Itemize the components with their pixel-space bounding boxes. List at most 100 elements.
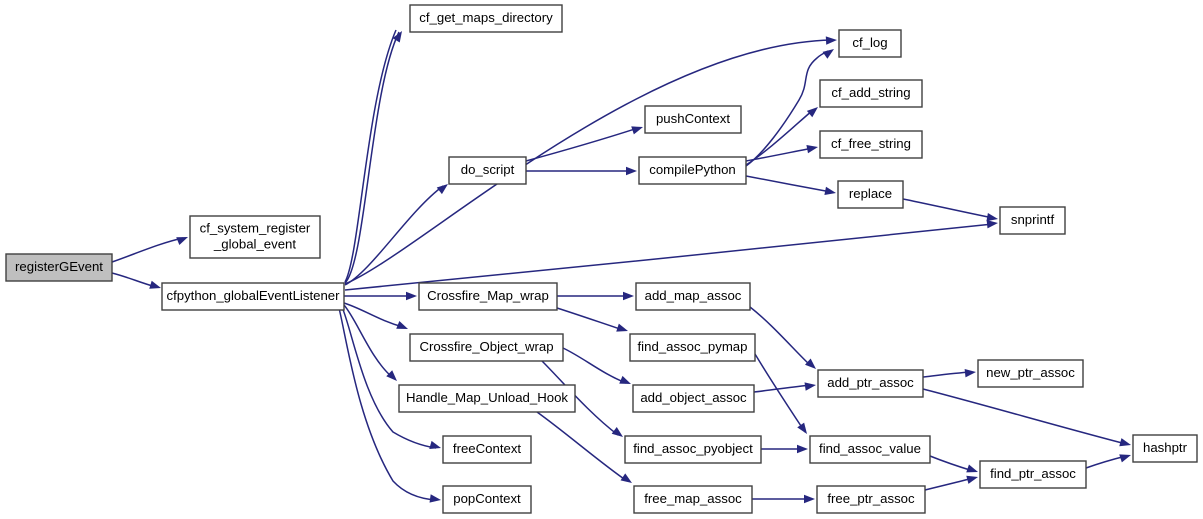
arrowhead-compilePython->replace (824, 186, 836, 196)
call-edge-Crossfire_Map_wrap-to-find_assoc_pymap (556, 307, 624, 331)
node-box-cf_free_string[interactable] (819, 130, 923, 159)
node-box-registerGEvent[interactable] (5, 253, 113, 282)
arrowhead-cfpython->cf_get_maps_directory (392, 31, 402, 43)
node-cf_system_register_global_event[interactable]: cf_system_register_global_event (189, 215, 321, 259)
arrowhead-Crossfire_Map_wrap->add_map_assoc (623, 291, 634, 301)
call-edge-cfpython_globalEventListener-to-do_script (344, 185, 444, 286)
call-edge-registerGEvent-to-cf_system_register_global_event (111, 237, 184, 263)
node-box-freeContext[interactable] (442, 435, 532, 464)
call-edge-free_ptr_assoc-to-find_ptr_assoc (924, 477, 974, 491)
node-box-find_ptr_assoc[interactable] (979, 460, 1087, 489)
node-box-find_assoc_value[interactable] (809, 435, 931, 464)
node-box-find_assoc_pyobject[interactable] (624, 435, 762, 464)
arrowhead-cfpython->Crossfire_Object_wrap (396, 320, 408, 329)
node-box-add_map_assoc[interactable] (635, 282, 751, 311)
arrowhead-compilePython->cf_free_string (806, 144, 818, 154)
call-edge-cfpython_globalEventListener-to-popContext (338, 307, 437, 501)
node-pushContext[interactable]: pushContext (644, 105, 742, 134)
arrowhead-do_script->compilePython (626, 166, 637, 176)
arrowhead-find_assoc_pymap->find_assoc_value (797, 422, 807, 434)
call-edge-cfpython_globalEventListener-to-cf_log (344, 39, 833, 285)
node-box-free_map_assoc[interactable] (633, 485, 753, 514)
node-free_map_assoc[interactable]: free_map_assoc (633, 485, 753, 514)
arrowhead-add_map_assoc->add_ptr_assoc (805, 358, 816, 369)
node-cf_log[interactable]: cf_log (838, 29, 902, 58)
node-popContext[interactable]: popContext (442, 485, 532, 514)
node-box-snprintf[interactable] (999, 206, 1066, 235)
node-box-new_ptr_assoc[interactable] (977, 359, 1084, 388)
node-Crossfire_Object_wrap[interactable]: Crossfire_Object_wrap (409, 333, 564, 362)
node-hashptr[interactable]: hashptr (1132, 434, 1198, 463)
node-box-add_object_assoc[interactable] (632, 384, 755, 413)
arrowhead-cfpython->cf_log (825, 36, 837, 45)
node-add_object_assoc[interactable]: add_object_assoc (632, 384, 755, 413)
arrowhead-add_object_assoc->add_ptr_assoc (804, 382, 816, 391)
node-replace[interactable]: replace (837, 180, 904, 209)
call-edge-cfpython_globalEventListener-to-cf_get_maps_directory (344, 29, 397, 283)
node-find_ptr_assoc[interactable]: find_ptr_assoc (979, 460, 1087, 489)
arrowhead-free_map_assoc->free_ptr_assoc (804, 494, 815, 504)
arrowhead-find_assoc_value->find_ptr_assoc (966, 464, 978, 473)
call-edge-cfpython_globalEventListener-to-cf_get_maps_directory (344, 31, 400, 284)
node-snprintf[interactable]: snprintf (999, 206, 1066, 235)
node-box-compilePython[interactable] (638, 156, 747, 185)
arrowhead-cfpython->do_script (436, 184, 448, 195)
node-box-cfpython_globalEventListener[interactable] (161, 282, 345, 311)
node-box-free_ptr_assoc[interactable] (816, 485, 926, 514)
node-box-add_ptr_assoc[interactable] (817, 369, 924, 398)
arrowhead-add_ptr_assoc->hashptr (1119, 438, 1131, 447)
arrowhead-find_ptr_assoc->hashptr (1119, 454, 1131, 463)
node-freeContext[interactable]: freeContext (442, 435, 532, 464)
call-edge-add_map_assoc-to-add_ptr_assoc (749, 306, 812, 367)
node-box-Handle_Map_Unload_Hook[interactable] (398, 384, 576, 413)
arrowhead-registerGEvent->cfpython_globalEventListener (149, 280, 161, 289)
call-edge-Crossfire_Object_wrap-to-add_object_assoc (562, 347, 627, 384)
node-box-pushContext[interactable] (644, 105, 742, 134)
node-free_ptr_assoc[interactable]: free_ptr_assoc (816, 485, 926, 514)
call-edge-cfpython_globalEventListener-to-Handle_Map_Unload_Hook (343, 304, 393, 378)
arrowhead-do_script->pushContext (631, 126, 643, 135)
node-add_ptr_assoc[interactable]: add_ptr_assoc (817, 369, 924, 398)
call-edge-compilePython-to-replace (745, 175, 832, 193)
arrowhead-replace->snprintf (986, 212, 998, 222)
node-compilePython[interactable]: compilePython (638, 156, 747, 185)
node-add_map_assoc[interactable]: add_map_assoc (635, 282, 751, 311)
node-find_assoc_pymap[interactable]: find_assoc_pymap (629, 333, 756, 362)
node-box-Crossfire_Map_wrap[interactable] (418, 282, 558, 311)
call-edge-do_script-to-pushContext (525, 127, 639, 162)
arrowhead-cfpython->freeContext (429, 440, 441, 450)
node-find_assoc_pyobject[interactable]: find_assoc_pyobject (624, 435, 762, 464)
node-box-replace[interactable] (837, 180, 904, 209)
node-registerGEvent[interactable]: registerGEvent (5, 253, 113, 282)
node-box-popContext[interactable] (442, 485, 532, 514)
node-find_assoc_value[interactable]: find_assoc_value (809, 435, 931, 464)
node-cf_add_string[interactable]: cf_add_string (819, 79, 923, 108)
node-box-find_assoc_pymap[interactable] (629, 333, 756, 362)
node-box-cf_add_string[interactable] (819, 79, 923, 108)
node-do_script[interactable]: do_script (448, 156, 527, 185)
node-box-do_script[interactable] (448, 156, 527, 185)
arrowhead-Handle_Map_Unload_Hook->free_map_assoc (620, 473, 632, 483)
node-cf_free_string[interactable]: cf_free_string (819, 130, 923, 159)
node-Crossfire_Map_wrap[interactable]: Crossfire_Map_wrap (418, 282, 558, 311)
nodes-layer: registerGEvent cf_system_register_global_… (5, 4, 1198, 514)
node-Handle_Map_Unload_Hook[interactable]: Handle_Map_Unload_Hook (398, 384, 576, 413)
node-box-cf_system_register_global_event[interactable] (189, 215, 321, 259)
call-edge-add_object_assoc-to-add_ptr_assoc (753, 384, 812, 393)
node-new_ptr_assoc[interactable]: new_ptr_assoc (977, 359, 1084, 388)
arrowhead-compilePython->cf_add_string (806, 107, 818, 118)
node-box-Crossfire_Object_wrap[interactable] (409, 333, 564, 362)
arrowhead-find_assoc_pyobject->find_assoc_value (797, 444, 808, 454)
node-box-hashptr[interactable] (1132, 434, 1198, 463)
call-edge-Handle_Map_Unload_Hook-to-free_map_assoc (536, 411, 628, 482)
node-box-cf_get_maps_directory[interactable] (409, 4, 563, 33)
node-cfpython_globalEventListener[interactable]: cfpython_globalEventListener (161, 282, 345, 311)
call-edge-find_ptr_assoc-to-hashptr (1085, 455, 1127, 469)
arrowhead-cfpython->Crossfire_Map_wrap (406, 291, 417, 301)
node-cf_get_maps_directory[interactable]: cf_get_maps_directory (409, 4, 563, 33)
node-box-cf_log[interactable] (838, 29, 902, 58)
arrowhead-Crossfire_Object_wrap->add_object_assoc (619, 375, 631, 384)
arrowhead-compilePython->cf_log (822, 49, 834, 59)
